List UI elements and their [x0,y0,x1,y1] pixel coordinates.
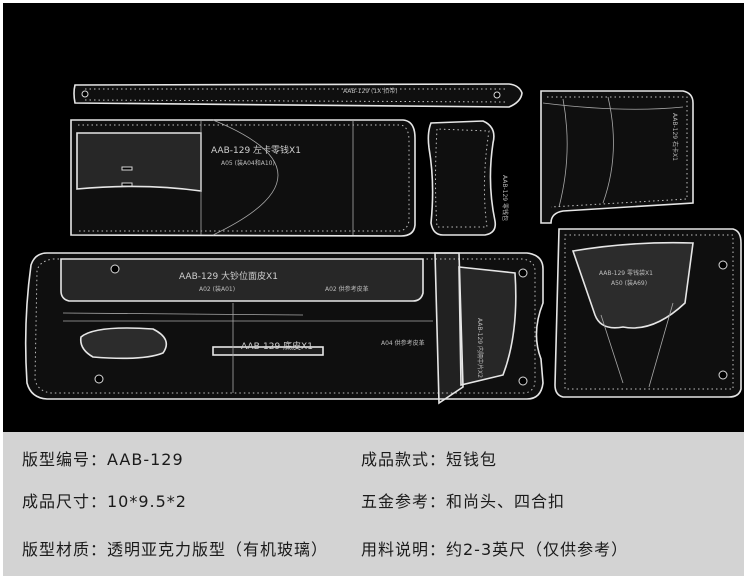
svg-text:AAB-129 (1X 扣带): AAB-129 (1X 扣带) [343,87,398,95]
acrylic-templates-image: .p { fill: rgba(255,255,255,0.06); strok… [24,83,742,405]
svg-text:A02 供参考皮革: A02 供参考皮革 [325,285,369,293]
svg-text:AAB-129 内隔中片X2: AAB-129 内隔中片X2 [476,318,484,378]
svg-text:A04 供参考皮革: A04 供参考皮革 [381,339,425,347]
material-usage: 用料说明：约2-3英尺（仅供参考） [361,540,629,559]
small-tab-piece: AAB-129 零钱包 [427,120,509,236]
info-panel: 版型编号：AAB-129 成品款式：短钱包 成品尺寸：10*9.5*2 五金参考… [3,432,744,576]
main-body-piece: AAB-129 底皮X1 AAB-129 大钞位面皮X1 A02 (装A01) … [24,252,544,405]
svg-text:AAB-129 左卡零钱X1: AAB-129 左卡零钱X1 [211,144,301,156]
template-material: 版型材质：透明亚克力版型（有机玻璃） [22,540,329,559]
product-size: 成品尺寸：10*9.5*2 [22,492,187,511]
svg-text:AAB-129 零钱包: AAB-129 零钱包 [501,175,509,221]
svg-text:A50 (装A69): A50 (装A69) [611,279,647,287]
hardware-reference: 五金参考：和尚头、四合扣 [361,492,566,511]
product-style: 成品款式：短钱包 [361,450,498,469]
svg-text:A02 (装A01): A02 (装A01) [199,285,235,293]
strap-piece: AAB-129 (1X 扣带) [73,83,523,108]
card-slot-outer-piece: AAB-129 左卡零钱X1 A05 (装A04和A10) [70,119,416,237]
svg-text:AAB-129 右卡X1: AAB-129 右卡X1 [671,113,679,161]
pattern-number: 版型编号：AAB-129 [22,450,184,469]
svg-text:AAB-129 底皮X1: AAB-129 底皮X1 [241,340,313,352]
svg-text:A05 (装A04和A10): A05 (装A04和A10) [221,159,275,167]
svg-text:AAB-129 大钞位面皮X1: AAB-129 大钞位面皮X1 [179,270,278,282]
card-window-piece: AAB-129 右卡X1 [540,90,694,224]
small-card-piece: AAB-129 零钱袋X1 A50 (装A69) [554,228,742,398]
svg-text:AAB-129 零钱袋X1: AAB-129 零钱袋X1 [599,269,653,277]
product-photo: .p { fill: rgba(255,255,255,0.06); strok… [3,3,744,432]
